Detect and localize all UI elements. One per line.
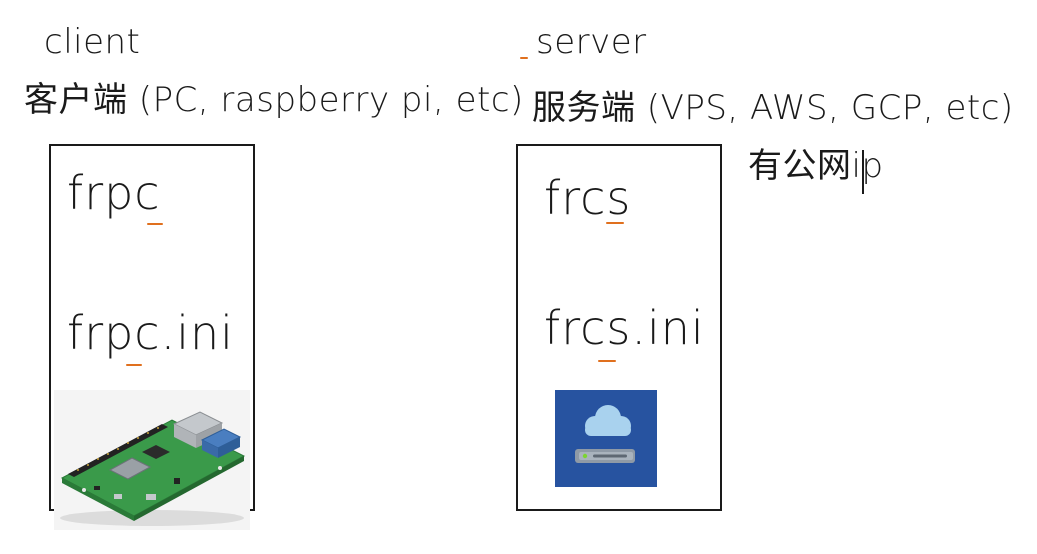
server-binary: frcs	[544, 171, 632, 225]
raspberry-pi-image	[54, 390, 250, 530]
client-config-underline	[126, 364, 142, 366]
raspberry-pi-board-icon	[54, 390, 250, 530]
server-config-underline	[598, 360, 616, 362]
client-binary-underline	[147, 223, 163, 225]
server-config: frcs.ini	[544, 301, 705, 355]
cloud-server-icon	[555, 390, 657, 487]
server-box: frcs frcs.ini	[516, 144, 722, 511]
client-binary: frpc	[67, 166, 161, 220]
client-description: 客户端 (PC, raspberry pi, etc)	[24, 80, 524, 120]
client-box: frpc frpc.ini	[49, 144, 255, 511]
cursor-mark	[862, 150, 864, 194]
server-description: 服务端 (VPS, AWS, GCP, etc)	[532, 88, 1014, 128]
server-label-mark	[520, 57, 528, 59]
server-binary-underline	[606, 222, 624, 224]
client-config: frpc.ini	[67, 306, 234, 360]
server-label: server	[536, 22, 647, 62]
cloud-server-image	[555, 390, 657, 487]
client-label: client	[44, 22, 141, 62]
server-note: 有公网ip	[748, 146, 884, 186]
